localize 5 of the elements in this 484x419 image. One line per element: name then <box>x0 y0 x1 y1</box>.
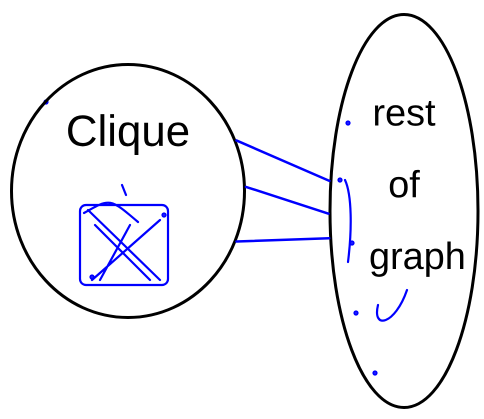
line <box>235 139 331 182</box>
line <box>244 186 330 215</box>
ellipse-region: Clique <box>10 63 246 319</box>
line <box>235 236 330 243</box>
ellipse-region: rest of graph <box>328 13 480 409</box>
